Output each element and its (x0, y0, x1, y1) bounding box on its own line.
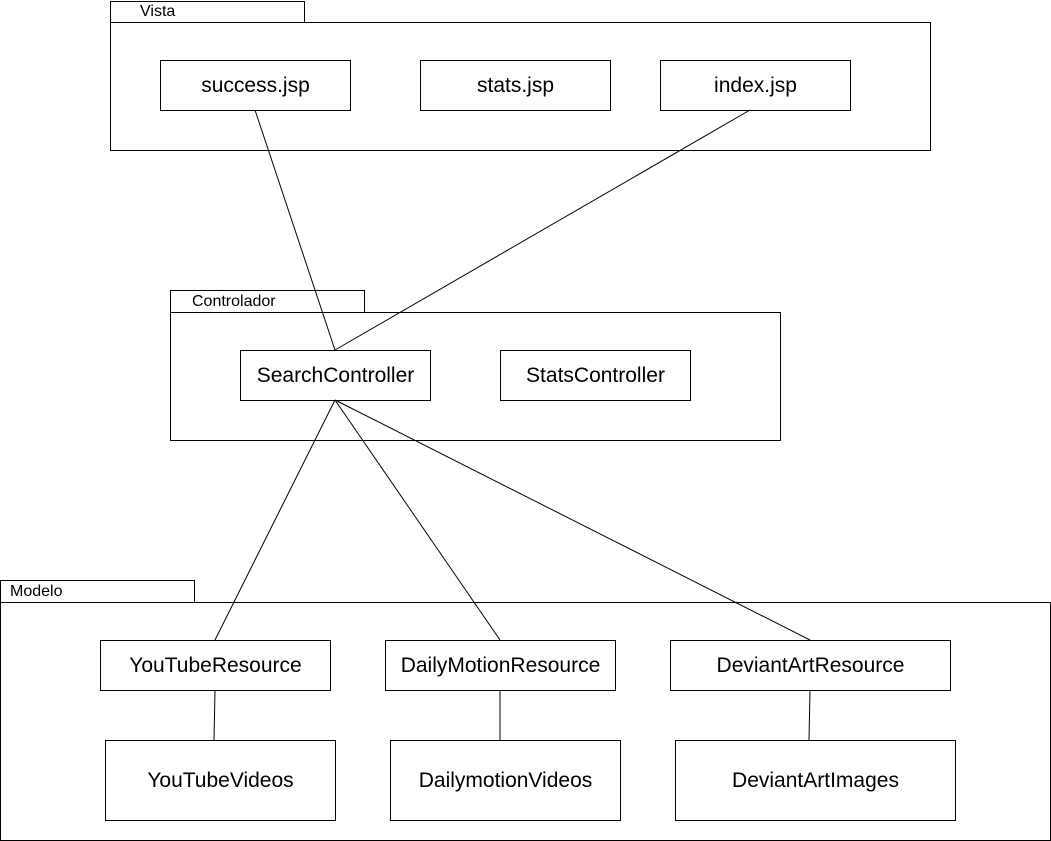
vista-package-label: Vista (140, 3, 176, 20)
stats-controller-node: StatsController (500, 350, 691, 401)
youtube-videos-node: YouTubeVideos (105, 740, 336, 821)
stats-jsp-node: stats.jsp (420, 60, 611, 111)
dailymotion-resource-node: DailyMotionResource (385, 640, 616, 691)
modelo-package-label: Modelo (10, 582, 63, 600)
vista-package-tab: Vista (110, 1, 305, 23)
dailymotion-videos-node: DailymotionVideos (390, 740, 621, 821)
success-jsp-node: success.jsp (160, 60, 351, 111)
deviantart-images-node: DeviantArtImages (675, 740, 956, 821)
youtube-resource-node: YouTubeResource (100, 640, 331, 691)
deviantart-resource-node: DeviantArtResource (670, 640, 951, 691)
controlador-package-label: Controlador (192, 292, 276, 310)
index-jsp-node: index.jsp (660, 60, 851, 111)
modelo-package-tab: Modelo (0, 580, 195, 603)
controlador-package-tab: Controlador (170, 290, 365, 313)
search-controller-node: SearchController (240, 350, 431, 401)
